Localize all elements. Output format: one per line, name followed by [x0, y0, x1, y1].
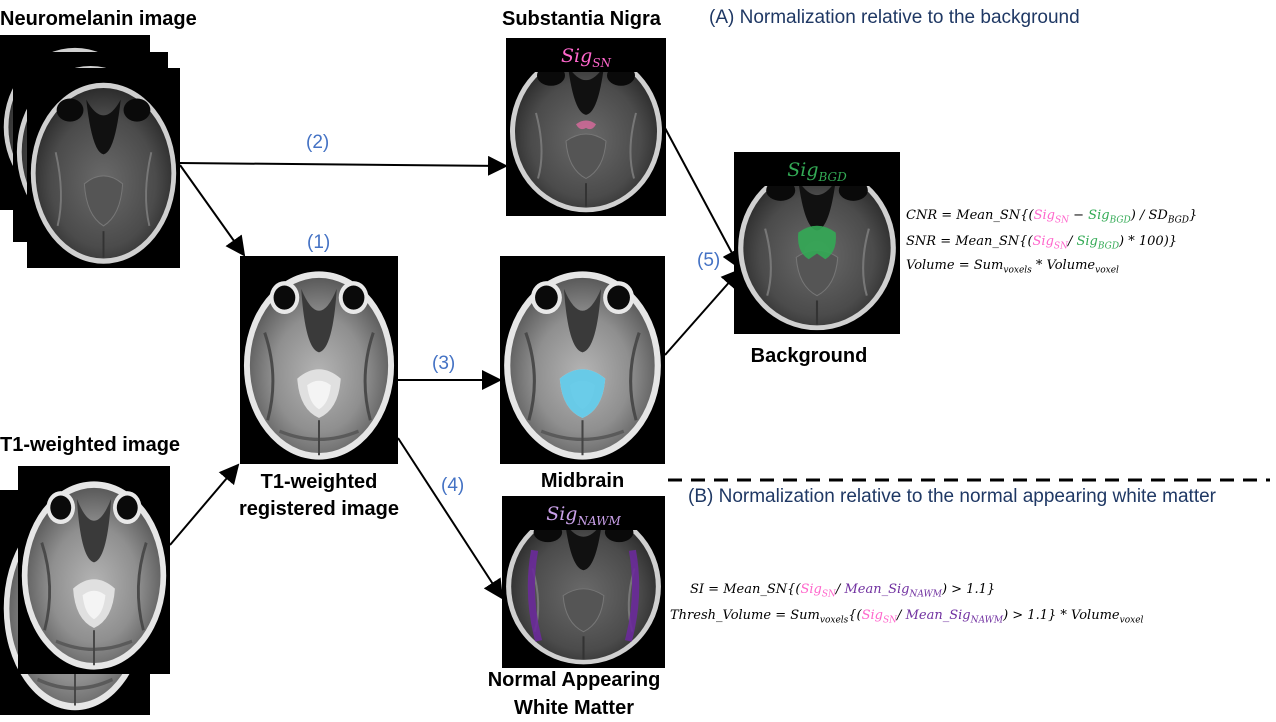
substantia-nigra-image: SigSN: [506, 38, 666, 216]
equation-si: SI = Mean_SN{(SigSN/ Mean_SigNAWM) > 1.1…: [690, 582, 996, 600]
nawm-roi-right: [624, 549, 640, 642]
background-image: SigBGD: [734, 152, 900, 334]
sig-sn-label-sig: Sig: [561, 45, 593, 67]
bgd-roi-overlay: [798, 225, 836, 260]
title-nawm-line2: White Matter: [514, 697, 634, 719]
step-2-label: (2): [306, 132, 330, 153]
sig-sn-label: SigSN: [506, 38, 666, 72]
title-nawm-line1: Normal Appearing: [487, 669, 661, 691]
nawm-roi-left: [527, 549, 543, 642]
arrow-nm-to-sn: [179, 155, 508, 176]
title-background: Background: [750, 345, 868, 367]
arrow-t1-to-t1reg: [169, 463, 240, 546]
step-5-label: (5): [697, 250, 721, 271]
sig-bgd-label-sig: Sig: [787, 159, 819, 181]
sig-nawm-label: SigNAWM: [502, 496, 665, 530]
t1-registered-image: [240, 256, 398, 464]
title-t1: T1-weighted image: [0, 434, 181, 456]
arrow-midbrain-to-bgd: [664, 268, 742, 356]
sig-sn-label-sub: SN: [592, 55, 611, 70]
sig-nawm-label-sub: NAWM: [577, 513, 621, 528]
t1-image: [18, 466, 170, 674]
neuromelanin-image: [27, 68, 180, 268]
arrow-nm-to-t1reg: [179, 164, 246, 257]
equation-volume: Volume = Sumvoxels * Volumevoxel: [906, 258, 1119, 276]
midbrain-roi-overlay: [559, 369, 606, 419]
title-substantia-nigra: Substantia Nigra: [502, 8, 661, 30]
sig-nawm-label-sig: Sig: [546, 503, 578, 525]
equation-thresh-volume: Thresh_Volume = Sumvoxels{(SigSN/ Mean_S…: [670, 608, 1144, 626]
section-b-heading: (B) Normalization relative to the normal…: [688, 486, 1217, 507]
title-t1-registered: T1-weighted registered image: [220, 469, 418, 523]
arrow-t1reg-to-nawm: [397, 437, 504, 600]
title-t1-registered-line2: registered image: [238, 498, 400, 520]
title-t1-registered-line1: T1-weighted: [260, 471, 378, 493]
nawm-image: SigNAWM: [502, 496, 665, 668]
sn-roi-overlay: [576, 120, 596, 130]
step-1-label: (1): [307, 232, 331, 253]
sig-bgd-label-sub: BGD: [818, 169, 847, 184]
arrow-sn-to-bgd: [664, 127, 741, 270]
step-4-label: (4): [441, 475, 465, 496]
equation-cnr: CNR = Mean_SN{(SigSN − SigBGD) / SDBGD}: [906, 208, 1198, 226]
title-nawm: Normal Appearing White Matter: [474, 666, 674, 722]
section-a-heading: (A) Normalization relative to the backgr…: [709, 7, 1080, 28]
step-3-label: (3): [432, 353, 456, 374]
title-midbrain: Midbrain: [540, 470, 625, 492]
sig-bgd-label: SigBGD: [734, 152, 900, 186]
equation-snr: SNR = Mean_SN{(SigSN/ SigBGD) * 100)}: [906, 234, 1178, 252]
midbrain-image: [500, 256, 665, 464]
title-neuromelanin: Neuromelanin image: [0, 8, 197, 30]
